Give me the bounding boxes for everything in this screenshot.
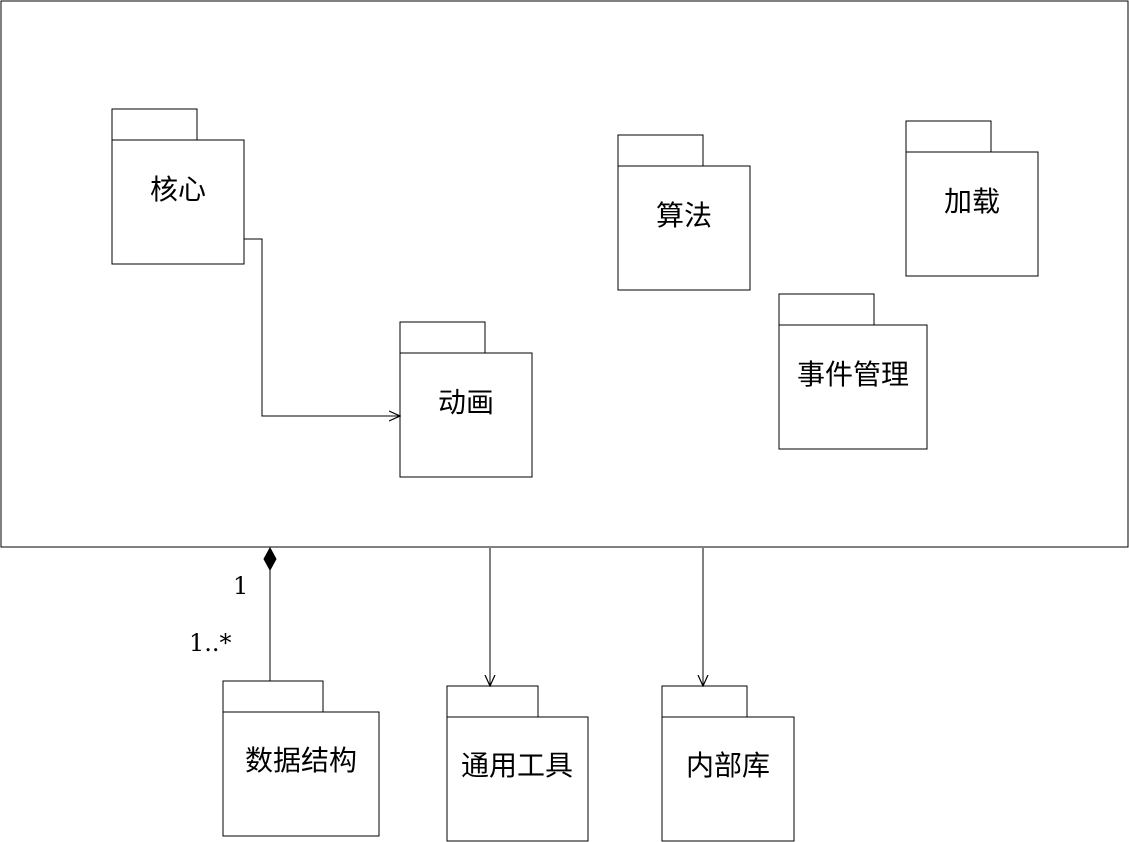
system-container [0, 0, 1129, 548]
package-core-label: 核心 [149, 173, 207, 206]
package-animation-label: 动画 [437, 386, 495, 419]
package-data-structure [222, 680, 380, 837]
dependency-core-to-animation [244, 238, 400, 416]
package-animation [399, 321, 533, 478]
package-common-tools [446, 685, 589, 842]
package-internal-library [661, 685, 795, 842]
multiplicity-container-end: 1 [233, 572, 249, 600]
package-internal-library-label: 内部库 [685, 749, 771, 782]
package-loading [905, 120, 1039, 277]
package-loading-label: 加载 [943, 185, 1001, 218]
multiplicity-data-structure-end: 1..* [189, 629, 232, 657]
package-event-management-label: 事件管理 [796, 358, 910, 391]
package-algorithm-label: 算法 [655, 199, 713, 232]
package-data-structure-label: 数据结构 [244, 744, 358, 777]
package-event-management [778, 293, 928, 450]
package-common-tools-label: 通用工具 [460, 749, 574, 782]
package-core [111, 108, 245, 265]
composition-diamond [263, 546, 277, 572]
package-algorithm [617, 134, 751, 291]
